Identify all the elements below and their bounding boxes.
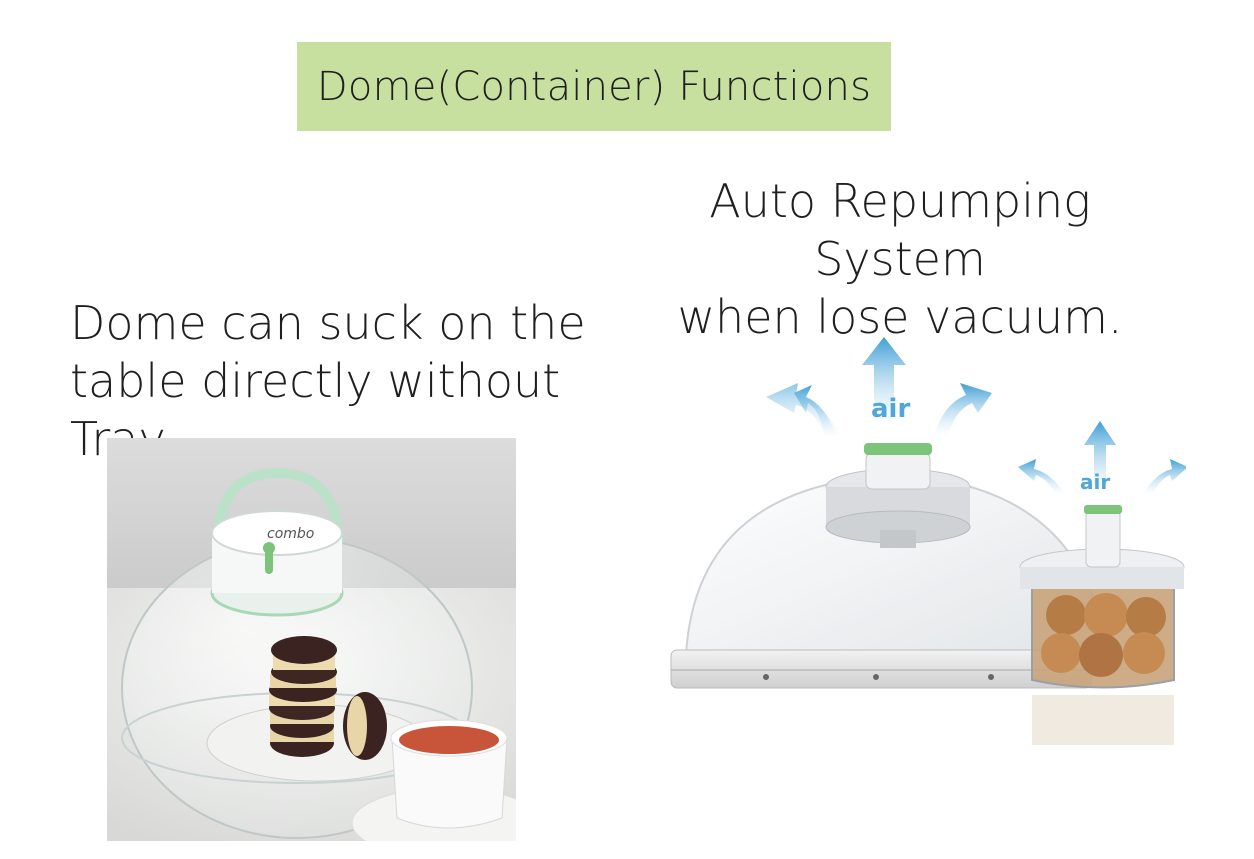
auto-repump-caption-line-2: when lose vacuum. <box>677 290 1123 344</box>
air-label-small: air <box>1080 470 1110 494</box>
auto-repump-caption-line-1: Auto Repumping System <box>709 174 1091 286</box>
auto-repump-caption: Auto Repumping System when lose vacuum. <box>620 172 1180 346</box>
title-banner: Dome(Container) Functions <box>297 42 891 131</box>
dome-suction-caption: Dome can suck on the table directly with… <box>70 294 650 468</box>
auto-repump-product-image: air air <box>670 337 1186 745</box>
dome-lid-with-handle: combo <box>210 467 344 617</box>
page-title: Dome(Container) Functions <box>316 63 872 110</box>
tea-cup <box>351 719 516 841</box>
cookie-stack <box>269 636 387 760</box>
air-arrows-small <box>1018 421 1186 495</box>
vacuum-canister <box>1019 505 1185 745</box>
vacuum-dome <box>670 443 1108 689</box>
dome-suction-caption-line-2: table directly without Tray. <box>70 354 561 466</box>
air-label-large: air <box>871 394 910 424</box>
combo-logo: combo <box>267 526 314 542</box>
dome-on-table-photo: combo <box>107 438 516 841</box>
dome-suction-caption-line-1: Dome can suck on the <box>70 296 586 350</box>
air-arrows-large <box>766 337 992 437</box>
